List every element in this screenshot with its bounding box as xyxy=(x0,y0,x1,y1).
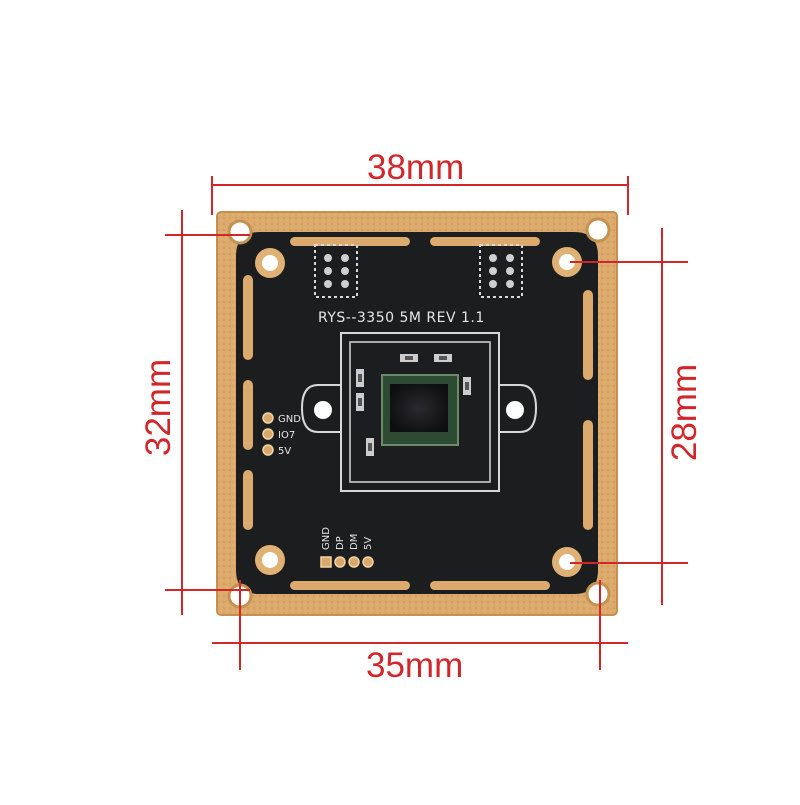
dimension-lines xyxy=(165,176,688,670)
lens-mount-outline xyxy=(300,332,538,492)
board-model-text: RYS--3350 5M REV 1.1 xyxy=(318,310,485,326)
bottom-pad-group: GND DP DM 5V xyxy=(320,527,374,568)
top-width-label: 38mm xyxy=(367,148,465,187)
smd-components xyxy=(356,354,471,456)
image-sensor xyxy=(381,374,459,446)
left-height-label: 32mm xyxy=(139,358,179,457)
left-pad-group: GND IO7 5V xyxy=(262,412,301,457)
header-pins-right xyxy=(479,244,523,298)
right-height-label: 28mm xyxy=(665,363,705,462)
pad-label-5v: 5V xyxy=(278,446,291,457)
pad-label-bottom-gnd: GND xyxy=(321,527,332,550)
bottom-width-label: 35mm xyxy=(366,646,464,685)
pcb-mounting-holes xyxy=(255,247,582,577)
pad-label-io7: IO7 xyxy=(278,430,295,441)
pad-label-dm: DM xyxy=(349,534,360,550)
pad-label-dp: DP xyxy=(335,536,346,550)
pad-label-gnd: GND xyxy=(278,414,301,425)
header-pins-left xyxy=(314,244,358,298)
pad-label-bottom-5v: 5V xyxy=(363,537,374,550)
